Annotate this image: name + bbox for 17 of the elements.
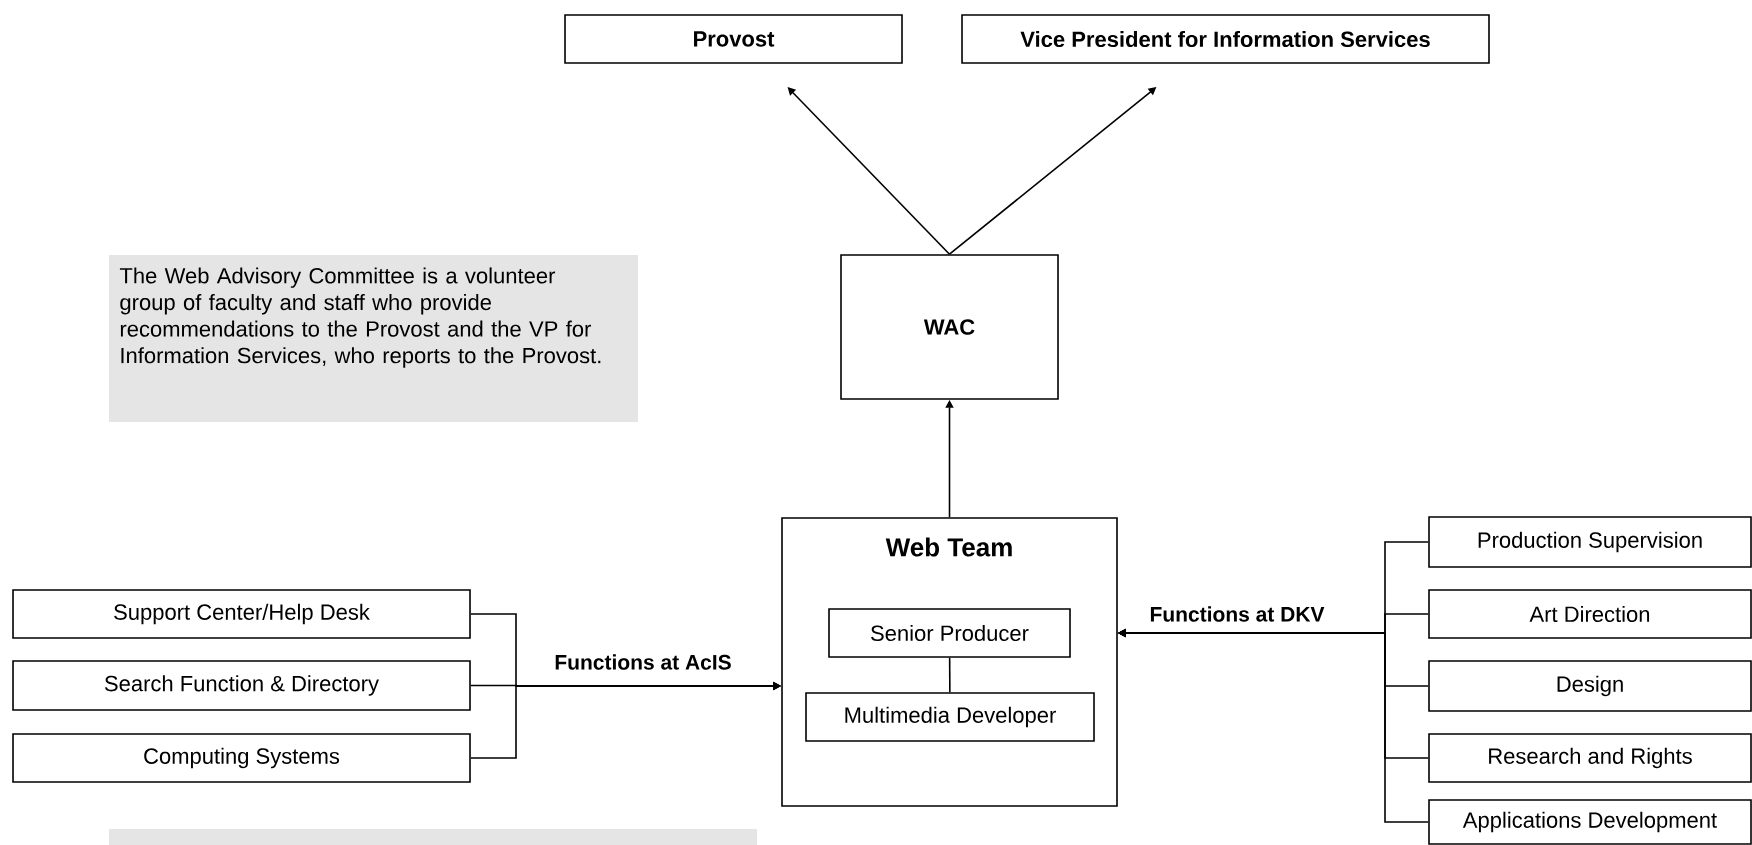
note-box: The Web Advisory Committee is a volunteer group of faculty and staff who provide recommendations to the Provost and the VP for Information Services, who reports to the Provost. xyxy=(109,255,638,422)
role-box: Design xyxy=(1428,660,1752,712)
role-box: Art Direction xyxy=(1428,589,1752,639)
role-box: WAC xyxy=(840,254,1059,400)
edge-label: Functions at DKV xyxy=(1150,606,1325,622)
role-box: Search Function & Directory xyxy=(12,660,471,711)
role-box: Senior Producer xyxy=(828,608,1071,658)
role-box: Computing Systems xyxy=(12,733,471,783)
role-box: Research and Rights xyxy=(1428,733,1752,783)
role-box: Multimedia Developer xyxy=(805,692,1095,742)
connector-arrow xyxy=(787,87,951,255)
role-box: Production Supervision xyxy=(1428,516,1752,568)
edge-label: Functions at AcIS xyxy=(555,654,731,670)
role-box: Applications Development xyxy=(1428,799,1752,845)
role-box: Support Center/Help Desk xyxy=(12,589,471,639)
role-box: Vice President for Information Services xyxy=(961,14,1490,64)
role-box: Provost xyxy=(564,14,903,64)
